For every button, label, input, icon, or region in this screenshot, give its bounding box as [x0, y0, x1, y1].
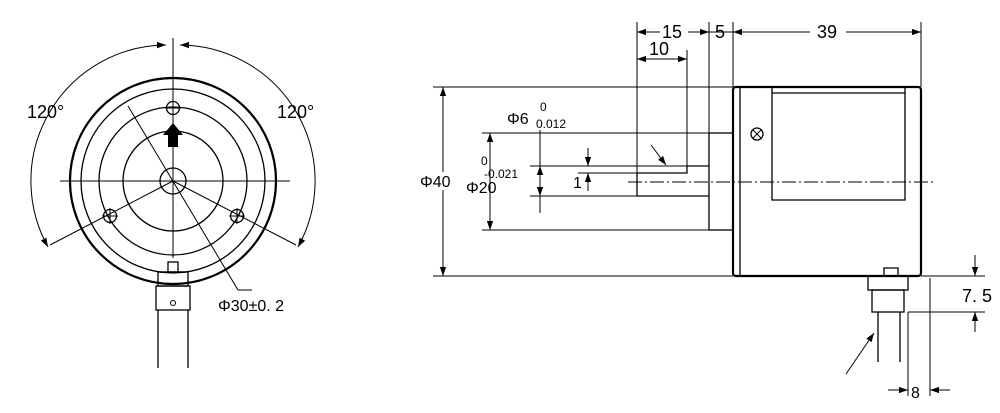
body-dia-gap	[418, 172, 460, 190]
dim-39-gap	[810, 24, 846, 40]
dim-8-label: 8	[911, 385, 920, 402]
cable-gland	[155, 261, 191, 368]
boss-tol-lower: -0.021	[484, 167, 518, 181]
angle-arc-left	[30, 41, 167, 248]
screw-icon	[750, 127, 764, 141]
dim-5-label: 5	[715, 22, 725, 42]
side-cable-gland	[867, 267, 909, 362]
body-dia-label: Φ40	[420, 174, 451, 191]
shaft-dia-label: Φ6	[507, 111, 529, 128]
cable-leader	[845, 332, 875, 375]
rotation-direction-arrow-icon	[163, 123, 183, 147]
mounting-hole-top	[165, 100, 181, 116]
boss-tol-upper: 0	[481, 154, 488, 168]
shaft-outline	[636, 165, 709, 197]
label-plate	[771, 87, 906, 201]
dim-10-label: 10	[649, 39, 669, 59]
shaft-tol-lower: 0.012	[536, 117, 566, 131]
mounting-hole-right	[229, 208, 245, 224]
shaft-tol-upper: 0	[540, 100, 547, 114]
bolt-circle-leader	[127, 105, 239, 291]
dim-7-5-label: 7. 5	[962, 286, 992, 306]
dim-15-gap	[660, 24, 688, 40]
dim-39-label: 39	[817, 22, 837, 42]
boss-dia-label: Φ20	[466, 180, 497, 197]
front-view: 120° 120° Φ30±0. 2	[27, 38, 316, 368]
side-view: 15 5 39 10 Φ6 0 0.012 Φ40 0 -0.021 Φ20 1…	[418, 22, 992, 402]
angle-arc-right	[179, 41, 316, 248]
flat-depth-label: 1	[573, 175, 582, 192]
dim-15-label: 15	[662, 22, 682, 42]
bolt-circle-label: Φ30±0. 2	[218, 298, 284, 315]
radial-line-left	[49, 180, 174, 246]
angle-label-left: 120°	[27, 102, 64, 122]
flat-leader	[650, 144, 667, 166]
angle-label-right: 120°	[277, 102, 314, 122]
